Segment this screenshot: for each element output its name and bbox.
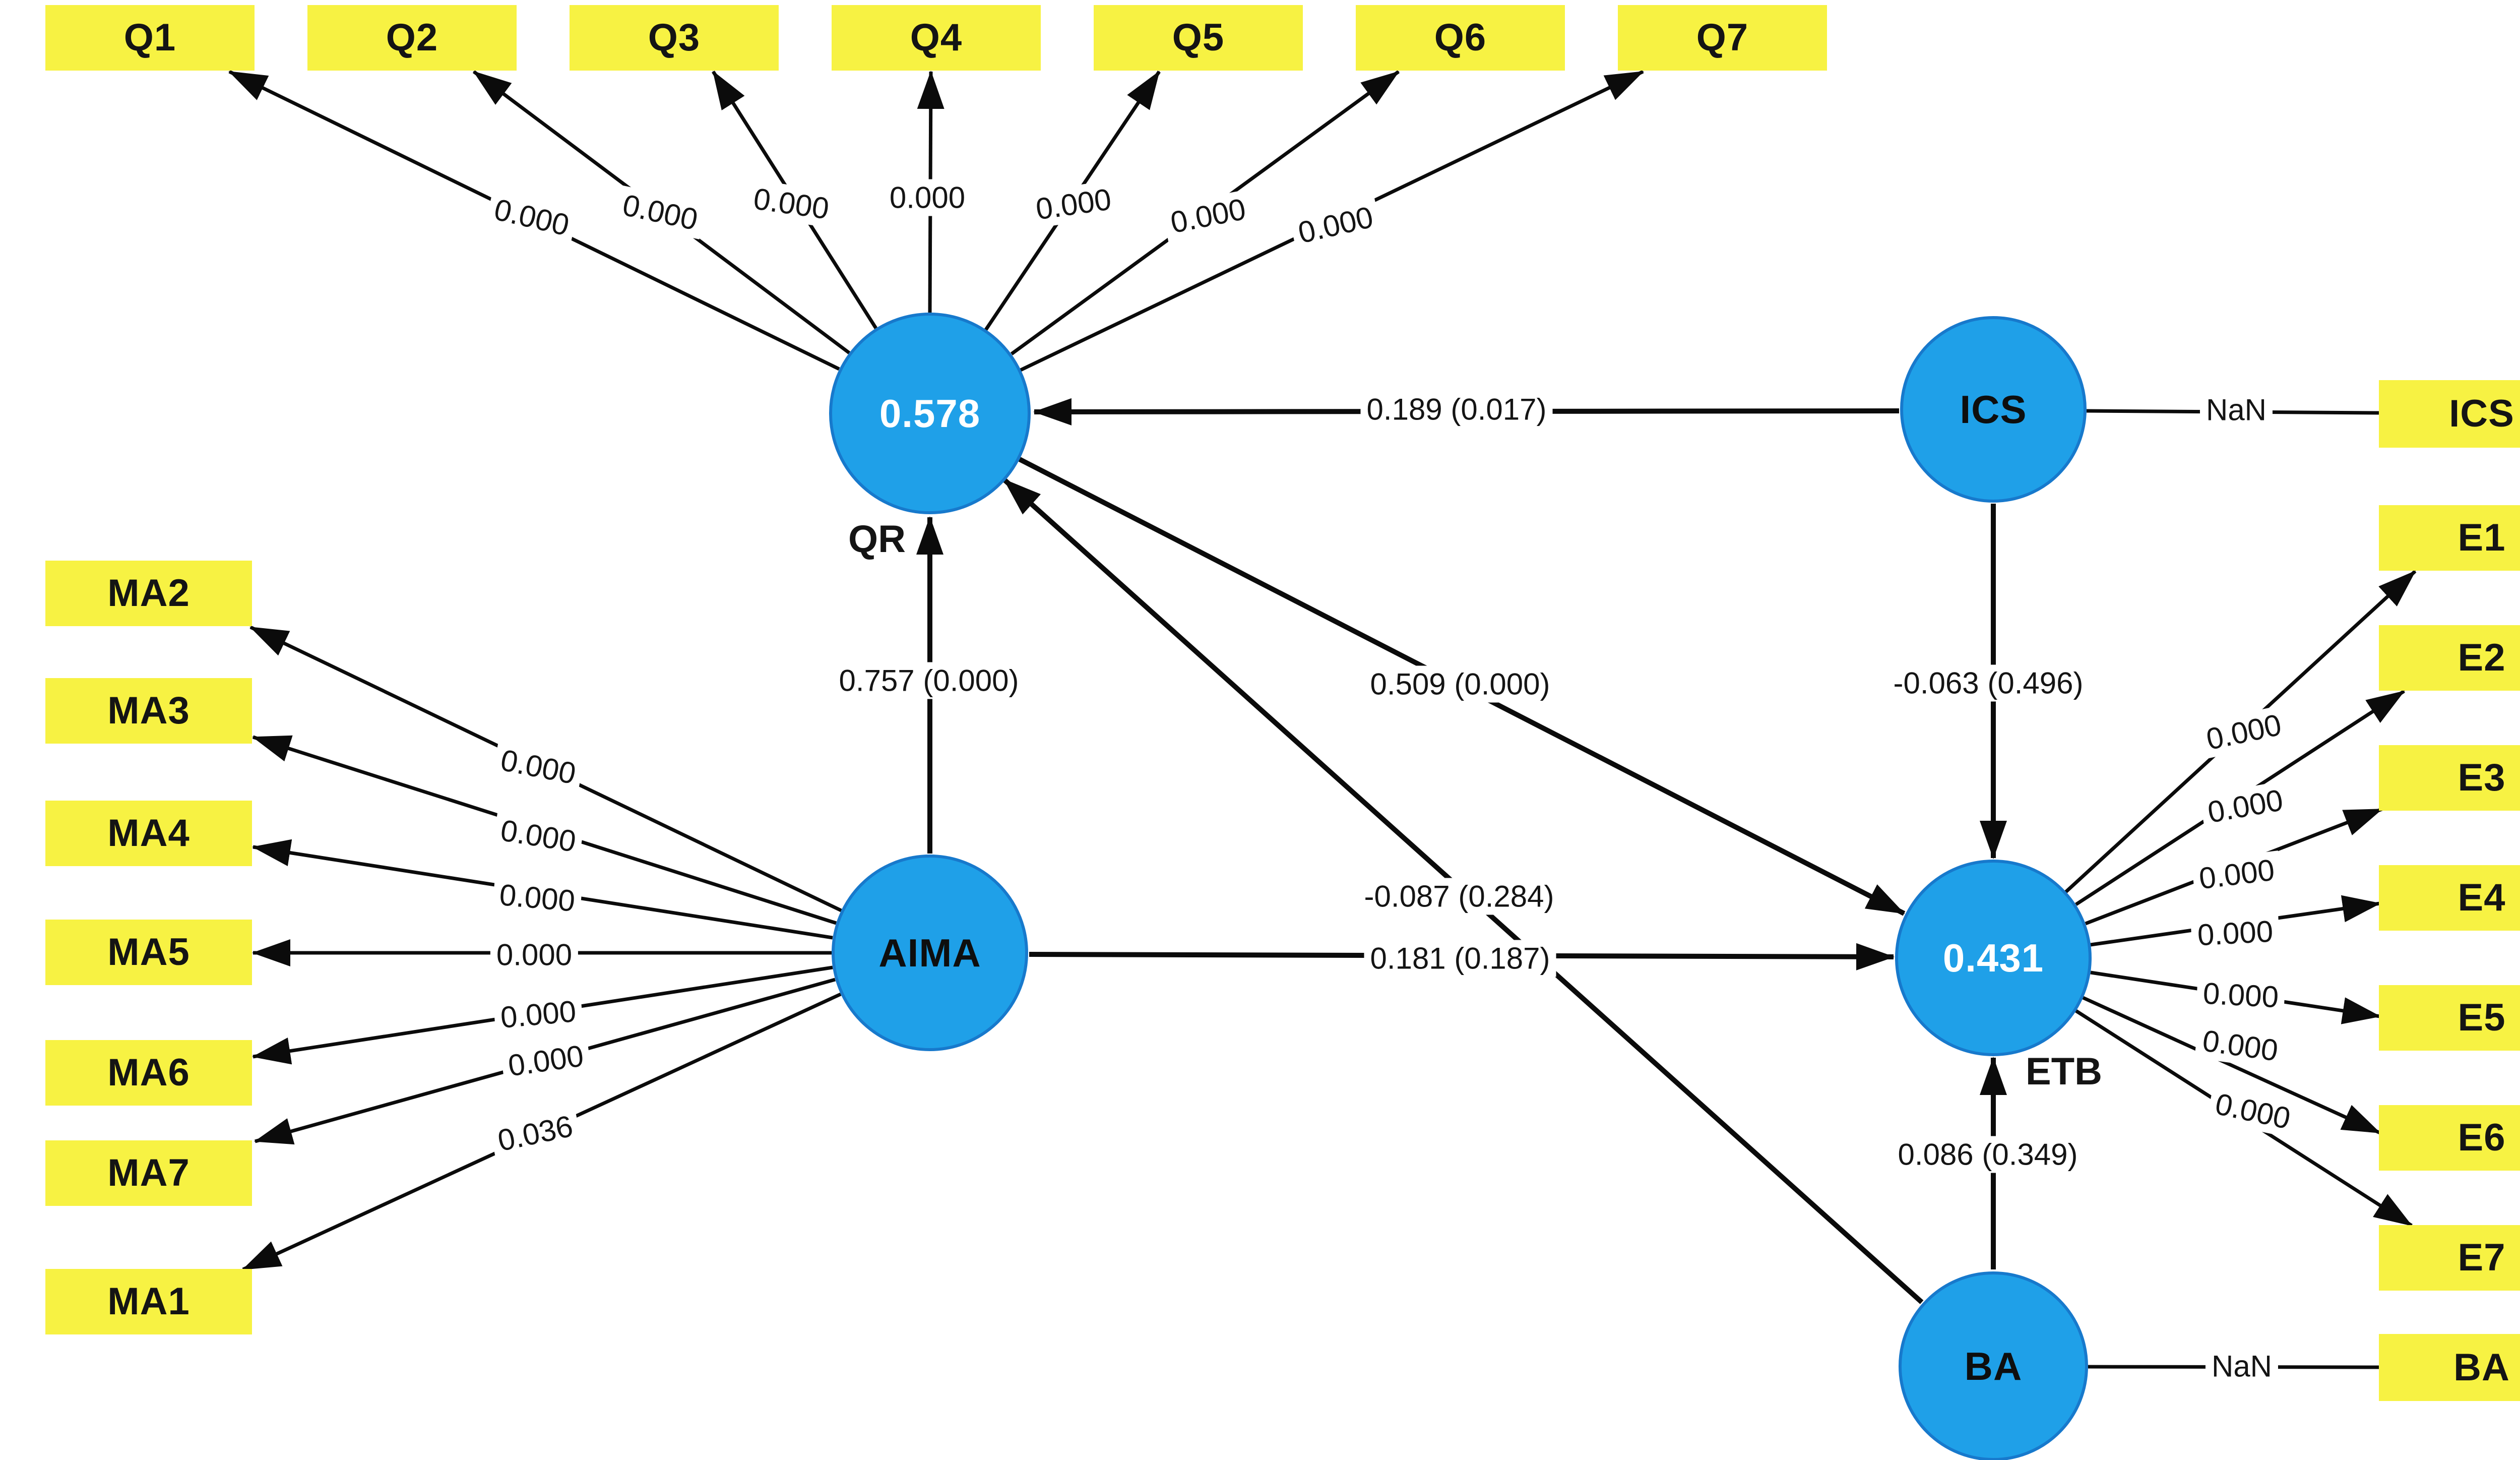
indicator-ICS-ind[interactable]: ICS [2379, 380, 2520, 448]
edge-label-BA-ETB: 0.086 (0.349) [1892, 1136, 2084, 1173]
edge-label-BA-BAind: NaN [2205, 1348, 2279, 1385]
indicator-E1[interactable]: E1 [2379, 505, 2520, 571]
indicator-E2[interactable]: E2 [2379, 625, 2520, 691]
indicator-Q2[interactable]: Q2 [307, 5, 517, 71]
latent-value-ICS: ICS [1960, 387, 2027, 432]
indicator-E6[interactable]: E6 [2379, 1105, 2520, 1171]
construct-name-ETB: ETB [2026, 1050, 2102, 1093]
indicator-E4[interactable]: E4 [2379, 865, 2520, 931]
indicator-MA7[interactable]: MA7 [45, 1140, 252, 1206]
indicator-MA4[interactable]: MA4 [45, 801, 252, 866]
indicator-MA5[interactable]: MA5 [45, 920, 252, 985]
latent-ICS[interactable]: ICS [1900, 316, 2087, 503]
edge-label-AIMA-MA5: 0.000 [490, 936, 579, 974]
latent-value-QR: 0.578 [879, 391, 981, 436]
edge-label-AIMA-MA4: 0.000 [492, 876, 583, 920]
indicator-MA2[interactable]: MA2 [45, 561, 252, 626]
indicator-E7[interactable]: E7 [2379, 1225, 2520, 1291]
edge-label-ETB-E5: 0.000 [2196, 974, 2286, 1016]
edge-label-AIMA-QR: 0.757 (0.000) [833, 662, 1025, 699]
latent-ETB[interactable]: 0.431 [1895, 860, 2092, 1056]
indicator-Q7[interactable]: Q7 [1618, 5, 1827, 71]
latent-BA[interactable]: BA [1899, 1271, 2088, 1460]
indicator-E5[interactable]: E5 [2379, 985, 2520, 1051]
edge-label-ICS-QR: 0.189 (0.017) [1360, 391, 1553, 428]
latent-value-AIMA: AIMA [878, 931, 981, 975]
indicator-MA6[interactable]: MA6 [45, 1040, 252, 1106]
latent-value-ETB: 0.431 [1942, 936, 2044, 980]
edge-label-ETB-E4: 0.000 [2190, 912, 2280, 954]
construct-name-QR: QR [848, 518, 906, 561]
indicator-Q6[interactable]: Q6 [1356, 5, 1565, 71]
indicator-E3[interactable]: E3 [2379, 745, 2520, 811]
edge-label-QR-Q4: 0.000 [883, 179, 972, 216]
indicator-BA-ind[interactable]: BA [2379, 1334, 2520, 1401]
indicator-Q4[interactable]: Q4 [832, 5, 1041, 71]
edge-label-QR-ETB: 0.509 (0.000) [1364, 665, 1556, 703]
indicator-Q3[interactable]: Q3 [570, 5, 779, 71]
edge-label-BA-QR: -0.087 (0.284) [1358, 878, 1560, 915]
indicator-Q1[interactable]: Q1 [45, 5, 255, 71]
latent-value-BA: BA [1964, 1344, 2023, 1388]
edge-label-AIMA-ETB: 0.181 (0.187) [1364, 940, 1556, 977]
edge-ETB-E6[interactable] [2082, 996, 2381, 1135]
edge-label-AIMA-MA6: 0.000 [493, 992, 584, 1037]
indicator-MA3[interactable]: MA3 [45, 678, 252, 744]
indicator-Q5[interactable]: Q5 [1094, 5, 1303, 71]
latent-QR[interactable]: 0.578 [829, 313, 1031, 514]
latent-AIMA[interactable]: AIMA [832, 855, 1028, 1051]
edge-label-ICS-ETB: -0.063 (0.496) [1887, 664, 2090, 702]
indicator-MA1[interactable]: MA1 [45, 1269, 252, 1334]
edge-label-ICS-ICSind: NaN [2199, 391, 2273, 429]
